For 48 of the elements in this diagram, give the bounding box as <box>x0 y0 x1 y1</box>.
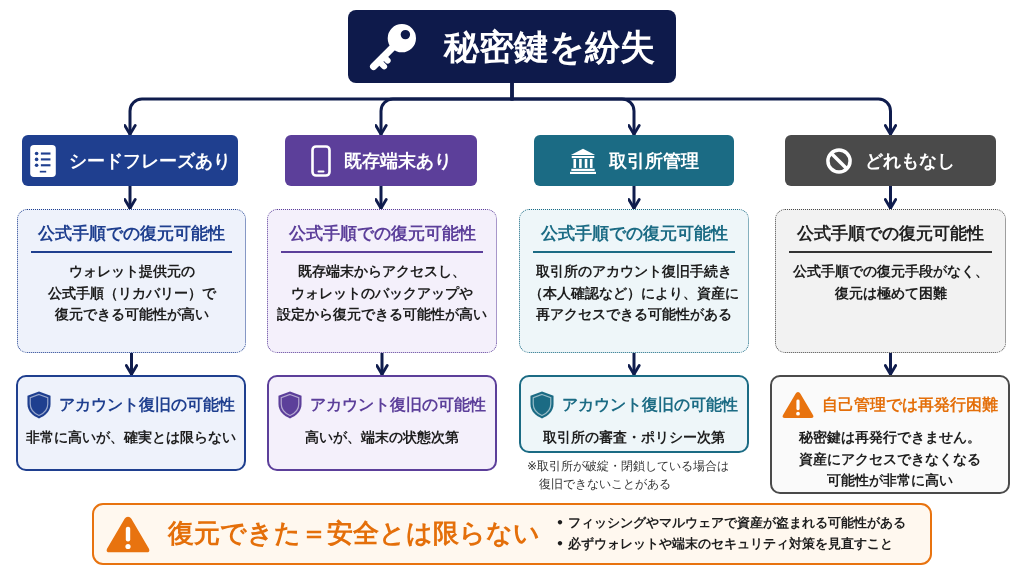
arrow <box>123 186 137 210</box>
result-card <box>16 375 246 471</box>
card-text: 取引所のアカウント復旧手続き（本人確認など）により、資産に再アクセスできる可能性がある <box>528 262 740 325</box>
title-text: 秘密鍵を紛失 <box>443 25 655 68</box>
card-text: 公式手順での復元手段がなく、復元は極めて困難 <box>791 262 990 303</box>
info-card <box>775 209 1006 353</box>
card-text: 高いが、端末の状態次第 <box>305 428 459 447</box>
result-card <box>770 375 1010 494</box>
arrow <box>883 186 898 210</box>
category-label: シードフレーズあり <box>68 149 231 172</box>
info-card <box>519 209 749 353</box>
title-box <box>348 10 676 83</box>
category-box <box>534 135 734 186</box>
card-heading: 公式手順での復元可能性 <box>797 222 984 245</box>
card-text: ウォレット提供元の公式手順（リカバリー）で復元できる可能性が高い <box>46 262 218 325</box>
category-label: どれもなし <box>865 149 955 172</box>
category-label: 既存端末あり <box>343 149 452 172</box>
arrow <box>627 353 641 376</box>
card-heading: 公式手順での復元可能性 <box>540 222 728 245</box>
info-card <box>267 209 497 353</box>
arrow <box>627 186 641 210</box>
arrow <box>510 83 898 136</box>
card-heading: アカウント復旧の可能性 <box>59 394 235 416</box>
category-label: 取引所管理 <box>608 149 699 172</box>
card-text: 非常に高いが、確実とは限らない <box>26 428 236 447</box>
card-heading: 公式手順での復元可能性 <box>288 222 476 245</box>
info-card <box>17 209 246 353</box>
card-heading: アカウント復旧の可能性 <box>310 394 486 416</box>
note-text: ※取引所が破綻・閉鎖している場合は復旧できないことがある <box>527 458 731 493</box>
card-text: 秘密鍵は再発行できません。資産にアクセスできなくなる可能性が非常に高い <box>797 428 982 491</box>
result-card <box>519 375 749 453</box>
category-box <box>285 135 477 186</box>
arrow <box>374 186 388 210</box>
category-box <box>22 135 238 186</box>
bullet-item: • 必ずウォレットや端末のセキュリティ対策を見直すこと <box>556 535 895 553</box>
card-heading: 自己管理では再発行困難 <box>822 394 998 416</box>
card-text: 既存端末からアクセスし、ウォレットのバックアップや設定から復元できる可能性が高い <box>276 262 488 325</box>
arrow <box>883 353 898 376</box>
result-card <box>267 375 497 471</box>
warning-banner <box>92 503 932 565</box>
category-box <box>785 135 996 186</box>
card-heading: アカウント復旧の可能性 <box>562 394 738 416</box>
arrow <box>375 353 389 376</box>
arrow <box>124 353 139 376</box>
bullet-item: • フィッシングやマルウェアで資産が盗まれる可能性がある <box>556 514 907 533</box>
banner-heading: 復元できた＝安全とは限らない <box>168 518 540 550</box>
card-text: 取引所の審査・ポリシー次第 <box>543 428 725 447</box>
card-heading: 公式手順での復元可能性 <box>38 222 225 245</box>
